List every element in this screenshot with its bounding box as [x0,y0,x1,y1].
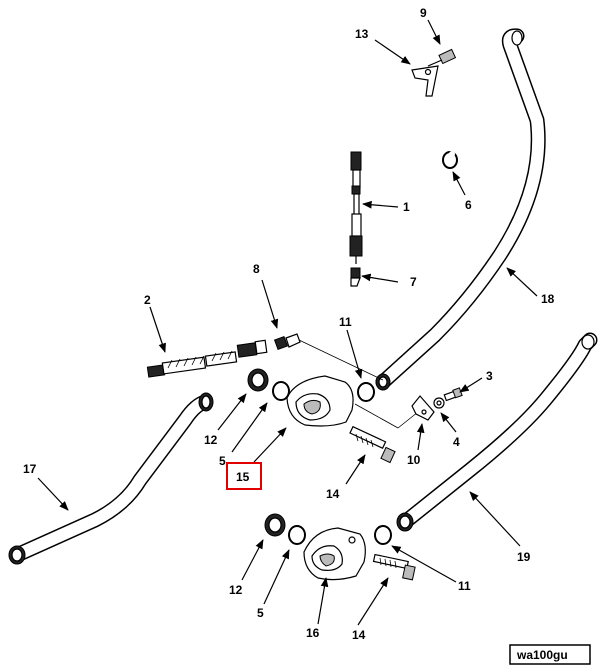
oring-11-lower [374,525,392,545]
callout-10: 10 [407,453,421,467]
callout-labels: 9 13 6 1 7 18 8 2 11 3 4 10 12 5 14 17 1… [23,6,555,642]
callout-4: 4 [453,435,460,449]
callout-3: 3 [486,369,493,383]
callout-15-highlight-box[interactable] [226,462,262,490]
callout-1: 1 [403,200,410,214]
callout-18: 18 [541,292,555,306]
callout-7: 7 [410,275,417,289]
callout-13: 13 [355,27,369,41]
housing-16 [303,527,366,581]
fitting-7 [350,267,361,287]
callout-2: 2 [144,293,151,307]
callout-11-lower: 11 [458,579,471,593]
clip-6 [442,151,458,169]
callout-12-lower: 12 [229,583,243,597]
figure-id-box: wa100gu [509,644,591,665]
tube-17 [8,392,214,565]
elbow-8 [273,333,301,351]
callout-5-upper: 5 [219,454,226,468]
callout-12-upper: 12 [204,433,218,447]
seal-12-upper [247,368,269,392]
callout-5-lower: 5 [257,606,264,620]
housing-15 [286,375,354,427]
bolt-3 [443,387,463,402]
oring-5-upper [272,381,290,401]
callout-9: 9 [420,6,427,20]
callout-16: 16 [306,626,320,640]
washer-4 [433,397,445,409]
oring-5-lower [288,525,306,545]
seal-12-lower [264,513,286,537]
leader-arrows [37,19,538,626]
callout-15[interactable]: 15 [236,470,250,484]
tube-18 [375,28,546,391]
callout-11-upper: 11 [339,315,352,329]
oring-11-upper [357,382,375,402]
tube-19 [396,332,598,532]
callout-14-lower: 14 [352,628,366,642]
bolt-14-upper [349,425,396,464]
bolt-9 [427,48,457,67]
hose-1 [349,151,363,264]
callout-6: 6 [465,198,472,212]
bracket-10 [411,395,435,421]
callout-8: 8 [253,262,260,276]
callout-17: 17 [23,462,37,476]
callout-14-upper: 14 [326,487,340,501]
figure-id: wa100gu [516,648,568,662]
bolt-14-lower [372,553,416,581]
bracket-13 [411,65,439,97]
callout-19: 19 [517,550,531,564]
hose-2 [146,339,268,378]
